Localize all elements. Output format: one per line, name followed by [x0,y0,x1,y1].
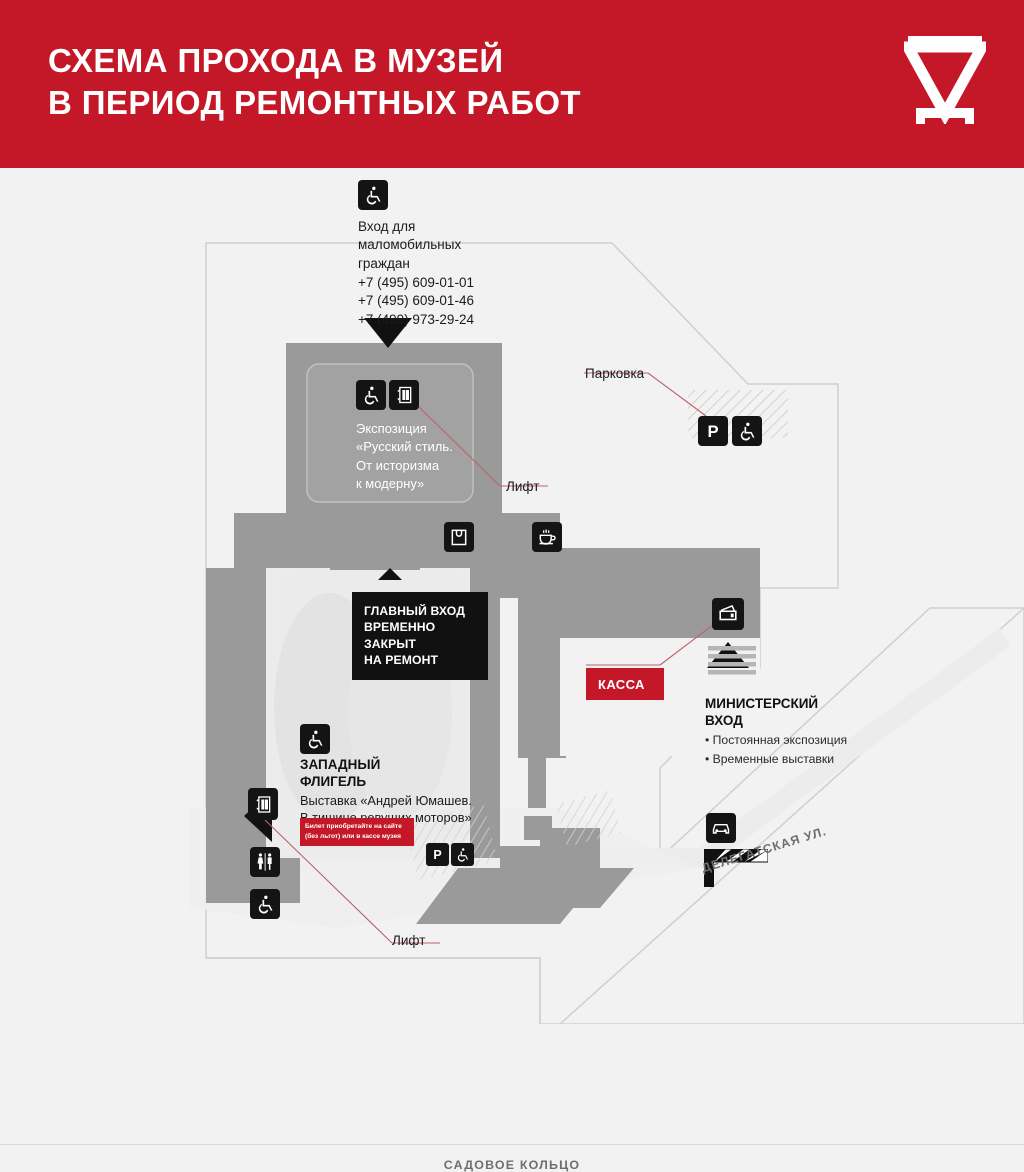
museum-site-map: P [0,168,1024,1172]
west-wing-block: ЗАПАДНЫЙ ФЛИГЕЛЬ Выставка «Андрей Юмашев… [300,756,480,826]
south-boundary-line [206,957,541,1024]
elevator-icon-west-wing [248,788,278,820]
accessible-entrance-phones: +7 (495) 609-01-01 +7 (495) 609-01-46 +7… [358,275,474,327]
car-icon [706,813,736,843]
barrier-gate-icon [704,848,769,887]
wheelchair-icon-parking-south [451,843,474,866]
main-entrance-closed-banner: ГЛАВНЫЙ ВХОД ВРЕМЕННО ЗАКРЫТ НА РЕМОНТ [352,592,488,681]
west-wing-title: ЗАПАДНЫЙ ФЛИГЕЛЬ [300,757,381,789]
exposition-room [306,363,474,503]
south-spine [518,592,566,758]
elevator-icon-exposition [389,380,419,410]
page-title: СХЕМА ПРОХОДА В МУЗЕЙ В ПЕРИОД РЕМОНТНЫХ… [48,42,581,122]
kassa-badge: КАССА [586,668,664,700]
parking-icon-north: P [698,416,728,446]
accessible-entrance-block: Вход для маломобильных граждан +7 (495) … [358,218,548,329]
wheelchair-icon-entrance [358,180,388,210]
wheelchair-icon-exposition [356,380,386,410]
ministerial-item-0: • Постоянная экспозиция [705,732,848,747]
svg-text:P: P [707,422,718,441]
arrow-accessible-entrance [364,318,412,348]
west-wing-top [234,513,266,588]
bottom-divider [0,1144,1024,1145]
ticket-office-icon [712,598,744,630]
accessible-entrance-caption: Вход для маломобильных граждан [358,219,462,271]
cafe-icon [532,522,562,552]
parking-hatch-mid [556,790,621,847]
wheelchair-icon-parking-north [732,416,762,446]
ministerial-entrance-block: МИНИСТЕРСКИЙ ВХОД • Постоянная экспозици… [705,695,880,768]
restroom-icon [250,847,280,877]
museum-logo-icon [898,36,992,126]
parking-icon-south: P [426,843,449,866]
arrow-main-entrance [378,568,402,580]
ministerial-entrance-title: МИНИСТЕРСКИЙ ВХОД [705,696,819,729]
lift-label-north: Лифт [506,479,540,494]
wheelchair-icon-west-wing [300,724,330,754]
exposition-label: Экспозиция «Русский стиль. От историзма … [356,421,453,492]
parking-label: Парковка [585,366,645,381]
driveway-band [206,628,1010,868]
wheelchair-icon-west-lower [250,889,280,919]
svg-text:P: P [433,848,441,862]
south-forecourt-block [416,868,606,924]
ticket-purchase-note: Билет приобретайте на сайте (без льгот) … [300,818,414,846]
stairs-icon [708,646,756,675]
museum-shop-icon [444,522,474,552]
spine-neck [528,758,546,808]
lift-label-south: Лифт [392,933,426,948]
street-label-sadovoe: САДОВОЕ КОЛЬЦО [443,1158,581,1172]
page-header: СХЕМА ПРОХОДА В МУЗЕЙ В ПЕРИОД РЕМОНТНЫХ… [0,0,1024,168]
ministerial-item-1: • Временные выставки [705,751,835,766]
